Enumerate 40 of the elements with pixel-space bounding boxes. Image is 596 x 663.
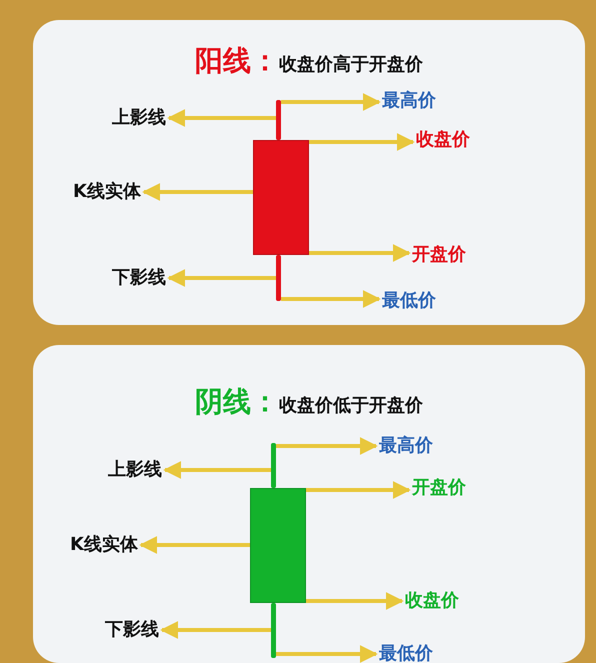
arrow [167, 109, 276, 127]
arrow [306, 592, 404, 610]
arrow [142, 183, 253, 201]
price-label: 最低价 [379, 643, 433, 663]
arrow [160, 621, 271, 639]
price-label: 开盘价 [412, 244, 466, 266]
lower-shadow [271, 603, 276, 658]
panel-card [33, 20, 585, 325]
price-label: 最高价 [382, 90, 436, 112]
part-label: 上影线 [108, 459, 162, 481]
part-label: K线实体 [70, 534, 138, 556]
candle-body [250, 488, 306, 603]
part-label: K线实体 [73, 181, 141, 203]
heading-term: 阴线： [195, 385, 279, 418]
candle-body [253, 140, 309, 255]
arrow [309, 133, 415, 151]
part-label: 下影线 [105, 619, 159, 641]
price-label: 收盘价 [405, 590, 459, 612]
price-label: 最高价 [379, 435, 433, 457]
arrow [276, 645, 378, 663]
arrow [306, 481, 411, 499]
arrow [276, 437, 378, 455]
upper-shadow [276, 100, 281, 140]
upper-shadow [271, 443, 276, 488]
price-label: 收盘价 [416, 129, 470, 151]
arrow [281, 93, 381, 111]
heading-term: 阳线： [195, 44, 279, 77]
arrow [281, 290, 381, 308]
heading-definition: 收盘价高于开盘价 [279, 54, 423, 75]
panel-card [33, 345, 585, 663]
arrow [167, 269, 276, 287]
arrow [139, 536, 250, 554]
arrow [163, 461, 271, 479]
part-label: 上影线 [112, 107, 166, 129]
price-label: 最低价 [382, 290, 436, 312]
arrow [309, 244, 411, 262]
heading-definition: 收盘价低于开盘价 [279, 395, 423, 416]
part-label: 下影线 [112, 267, 166, 289]
lower-shadow [276, 255, 281, 301]
price-label: 开盘价 [412, 477, 466, 499]
